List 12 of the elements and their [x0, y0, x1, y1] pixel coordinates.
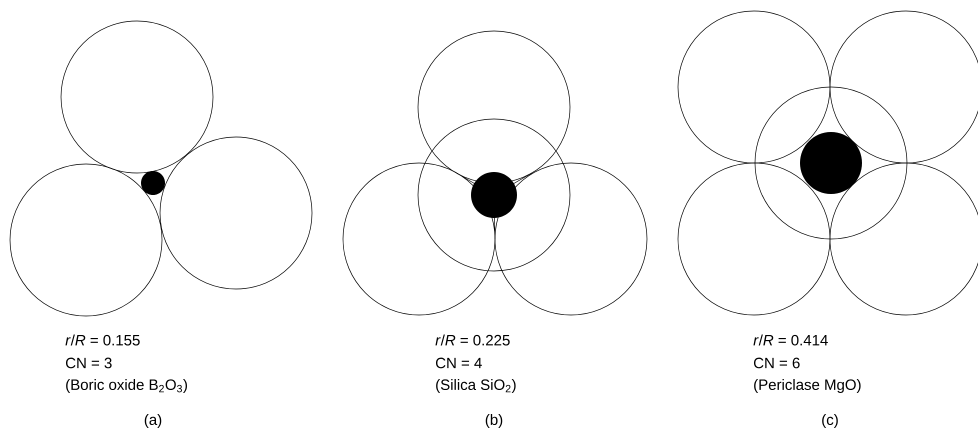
formula-text: CN = 3 [66, 358, 112, 368]
formula-text: (Boric oxide B$_{2}$O$_{3}$) [66, 379, 187, 393]
formula-text: r/R = 0.414 [753, 334, 828, 346]
panel-label: (a) [144, 414, 162, 428]
formula-text: (Periclase MgO) [754, 379, 861, 393]
formula-text: r/R = 0.225 [435, 334, 510, 346]
formula-text: r/R = 0.155 [65, 334, 140, 346]
panel-label: (c) [822, 414, 838, 428]
panel-label: (b) [486, 414, 502, 428]
formula-text: CN = 4 [436, 358, 482, 368]
formula-text: CN = 6 [754, 358, 800, 368]
formula-text: (Silica SiO$_{2}$) [436, 379, 516, 393]
